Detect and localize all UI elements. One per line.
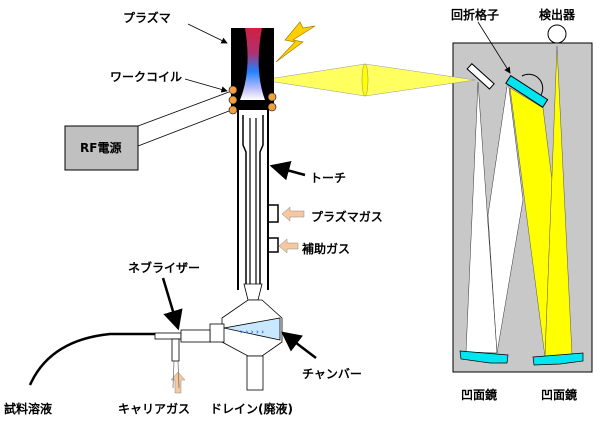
white-beam-2 <box>487 79 524 354</box>
label-carrier-gas: キャリアガス <box>118 401 190 416</box>
label-concave-mirror-1: 凹面鏡 <box>461 387 497 402</box>
detector-icon <box>547 24 567 44</box>
rf-power-box <box>64 125 139 171</box>
concave-mirror-left <box>459 350 509 364</box>
spray-chamber <box>209 283 283 391</box>
sample-tube <box>28 332 155 386</box>
label-detector: 検出器 <box>539 7 576 22</box>
work-coil <box>228 85 277 115</box>
emission-beam <box>261 63 476 97</box>
label-aux-gas: 補助ガス <box>301 241 350 256</box>
lightning-icon <box>275 21 316 63</box>
aux-gas-arrow <box>278 238 299 254</box>
torch <box>231 28 279 290</box>
concave-mirror-right <box>532 352 584 366</box>
label-work-coil: ワークコイル <box>110 70 182 84</box>
label-grating: 回折格子 <box>451 7 499 22</box>
diffraction-grating <box>505 74 549 108</box>
label-concave-mirror-2: 凹面鏡 <box>541 387 577 402</box>
label-sample-solution: 試料溶液 <box>4 401 52 416</box>
plasma-gas-arrow <box>281 206 305 222</box>
label-nebulizer: ネブライザー <box>128 260 200 275</box>
label-drain: ドレイン(廃液) <box>210 401 293 416</box>
grating-housing <box>521 73 544 96</box>
label-torch: トーチ <box>310 171 346 185</box>
svg-text:› › › › ›: › › › › › <box>240 328 264 336</box>
label-chamber: チャンバー <box>302 367 362 381</box>
rf-power-label: RF電源 <box>80 140 121 155</box>
spectrometer <box>452 21 593 373</box>
carrier-gas-arrow <box>170 371 186 394</box>
label-plasma: プラズマ <box>123 10 171 25</box>
lens <box>361 63 369 97</box>
nebulizer <box>154 329 211 362</box>
entrance-mirror <box>466 63 495 90</box>
label-plasma-gas: プラズマガス <box>311 209 383 224</box>
